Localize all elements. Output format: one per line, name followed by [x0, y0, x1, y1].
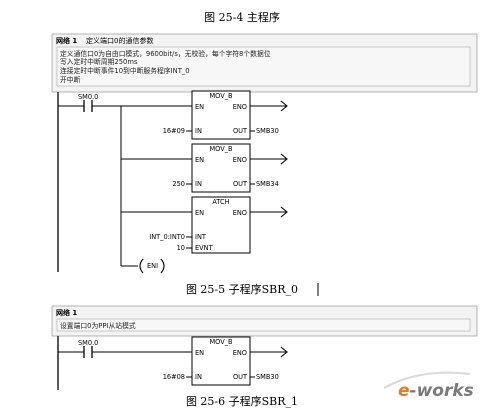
sbr0-comment-box: [56, 46, 471, 87]
sbr0-comment-line-3: 连接定时中断事件10到中断服务程序INT_0: [60, 66, 190, 75]
svg-text:OUT: OUT: [233, 180, 248, 188]
svg-text:OUT: OUT: [233, 373, 248, 381]
sbr0-box1-out-value: SMB30: [256, 127, 279, 135]
sbr1-comment: 设置端口0为PPI从站模式: [60, 321, 136, 330]
sbr1-comment-box: [56, 318, 471, 332]
sbr1-box1-in-value: 16#08: [163, 373, 185, 381]
svg-text:ATCH: ATCH: [212, 198, 229, 206]
sbr0-contact-label: SM0.0: [78, 93, 98, 101]
sbr0-eni-coil: ENI: [139, 258, 165, 274]
sbr0-box1-eno-arrow-icon: [280, 100, 288, 112]
svg-text:IN: IN: [195, 180, 202, 188]
svg-text:IN: IN: [195, 373, 202, 381]
sbr0-box3-evnt-value: 10: [177, 244, 185, 252]
sbr0-comment-line-2: 写入定时中断周期250ms: [60, 57, 138, 66]
sbr1-contact-label: SM0.0: [78, 339, 98, 347]
svg-text:MOV_B: MOV_B: [209, 145, 233, 153]
svg-text:ENO: ENO: [233, 103, 247, 111]
sbr0-box2-out-value: SMB34: [256, 180, 279, 188]
sbr0-box2-eno-arrow-icon: [280, 153, 288, 165]
sbr0-box3-int-value: INT_0:INT0: [149, 233, 185, 241]
svg-text:ENO: ENO: [233, 209, 247, 217]
svg-text:EVNT: EVNT: [195, 244, 214, 252]
svg-text:ENO: ENO: [233, 349, 247, 357]
svg-text:OUT: OUT: [233, 127, 248, 135]
sbr1-box1-eno-arrow-icon: [280, 346, 288, 358]
sbr0-comment-line-1: 定义通信口0为自由口模式，9600bit/s，无校验，每个字符8个数据位: [60, 49, 271, 58]
sbr0-mov-b-box-2: MOV_B EN ENO IN OUT: [191, 143, 251, 193]
sbr0-network-label: 网络 1: [56, 36, 77, 45]
figure-25-4-caption: 图 25-4 主程序: [204, 10, 280, 24]
svg-text:EN: EN: [195, 156, 204, 164]
svg-text:ENI: ENI: [147, 262, 158, 270]
sbr0-box3-eno-arrow-icon: [280, 206, 288, 218]
sbr0-network-title: 定义端口0的通信参数: [86, 36, 153, 45]
sbr0-comment-line-4: 开中断: [60, 75, 81, 84]
sbr1-mov-b-box: MOV_B EN ENO IN OUT: [191, 336, 251, 386]
svg-text:EN: EN: [195, 209, 204, 217]
svg-text:IN: IN: [195, 127, 202, 135]
sbr0-mov-b-box-1: MOV_B EN ENO IN OUT: [191, 90, 251, 140]
sbr1-network-label: 网络 1: [56, 308, 77, 317]
eworks-watermark-logo: e-works: [383, 371, 474, 401]
figure-25-6-caption: 图 25-6 子程序SBR_1: [186, 394, 298, 408]
svg-text:EN: EN: [195, 103, 204, 111]
svg-text:MOV_B: MOV_B: [209, 338, 233, 346]
sbr0-box2-in-value: 250: [172, 180, 185, 188]
sbr0-atch-box: ATCH EN ENO INT EVNT: [191, 196, 251, 254]
svg-text:INT: INT: [195, 233, 207, 241]
svg-text:e-works: e-works: [398, 381, 474, 401]
figure-25-5-caption: 图 25-5 子程序SBR_0: [186, 282, 298, 296]
svg-text:MOV_B: MOV_B: [209, 92, 233, 100]
svg-text:ENO: ENO: [233, 156, 247, 164]
sbr0-box1-in-value: 16#09: [163, 127, 185, 135]
svg-text:EN: EN: [195, 349, 204, 357]
sbr1-box1-out-value: SMB30: [256, 373, 279, 381]
